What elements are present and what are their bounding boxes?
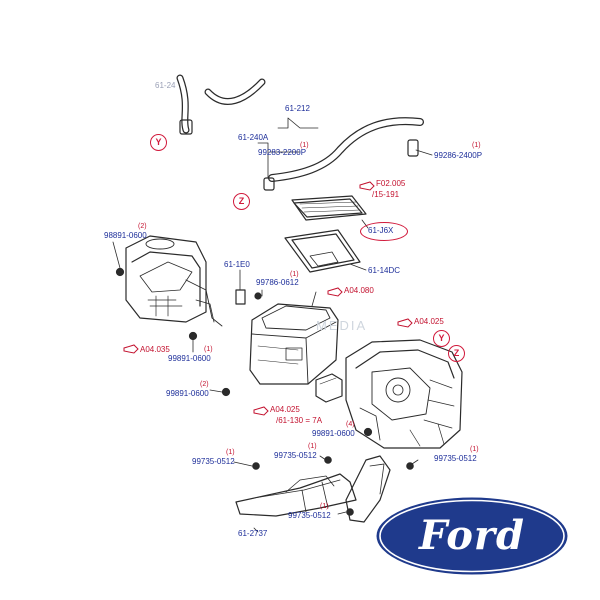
callout-z-right: Z [448, 345, 465, 362]
label-99891-0600-left: 99891-0600 [168, 354, 211, 363]
connector [315, 373, 343, 403]
label-99283-2200p: 99283-2200P [258, 148, 307, 157]
label-99891-0600-mid: 99891-0600 [166, 389, 209, 398]
qty-screw-mid: (2) [200, 381, 209, 388]
label-61-14dc: 61-14DC [368, 266, 401, 275]
label-99735-0512-b1: 99735-0512 [192, 457, 235, 466]
cabin-filter [291, 195, 367, 221]
ref-a04-025-mid: A04.025 [270, 405, 300, 414]
ref-a04-035: A04.035 [140, 345, 170, 354]
label-99735-0512-b2: 99735-0512 [274, 451, 317, 460]
filter-cover [284, 229, 361, 273]
label-99286-2400p: 99286-2400P [434, 151, 483, 160]
ford-logo-text: Ford [419, 512, 525, 559]
label-61-1e0: 61-1E0 [224, 260, 250, 269]
filter-highlight-ring [360, 222, 408, 241]
label-98891-0600: 98891-0600 [104, 231, 147, 240]
qty-99786: (1) [290, 271, 299, 278]
qty-screw-left-low: (1) [204, 346, 213, 353]
qty-left-screw: (2) [138, 223, 147, 230]
callout-z-left: Z [233, 193, 250, 210]
label-99735-0512-b3: 99735-0512 [434, 454, 477, 463]
watermark: MEDIA [316, 318, 368, 333]
ref-f02-sub: /15-191 [372, 190, 400, 199]
callout-y-left: Y [150, 134, 167, 151]
label-61-j6x: 61-J6X [368, 226, 394, 235]
label-61-240a: 61-240A [238, 133, 269, 142]
label-61-2737: 61-2737 [238, 529, 268, 538]
ford-oval-logo [373, 494, 571, 578]
label-99735-0512-b4: 99735-0512 [288, 511, 331, 520]
blower-housing [125, 235, 223, 327]
evaporator-case [249, 291, 339, 385]
heater-unit [345, 339, 463, 449]
ref-a04-025-top: A04.025 [414, 317, 444, 326]
ref-a04-025-mid-sub: /61-130 = 7A [276, 416, 323, 425]
label-99891-0600-center: 99891-0600 [312, 429, 355, 438]
qty-screw-b3: (1) [470, 446, 479, 453]
qty-screw-b4: (1) [320, 503, 329, 510]
qty-screw-b1: (1) [226, 449, 235, 456]
label-99786-0612: 99786-0612 [256, 278, 299, 287]
ref-f02-005: F02.005 [376, 179, 406, 188]
label-61-212: 61-212 [285, 104, 310, 113]
air-duct [235, 455, 391, 523]
ref-a04-080: A04.080 [344, 286, 374, 295]
label-top-cut: 61-24 [155, 81, 176, 90]
qty-hose-clamp: (1) [300, 142, 309, 149]
qty-bolt-right: (1) [472, 142, 481, 149]
qty-screw-b2: (1) [308, 443, 317, 450]
qty-screw-center: (4) [346, 421, 355, 428]
callout-y-right: Y [433, 330, 450, 347]
